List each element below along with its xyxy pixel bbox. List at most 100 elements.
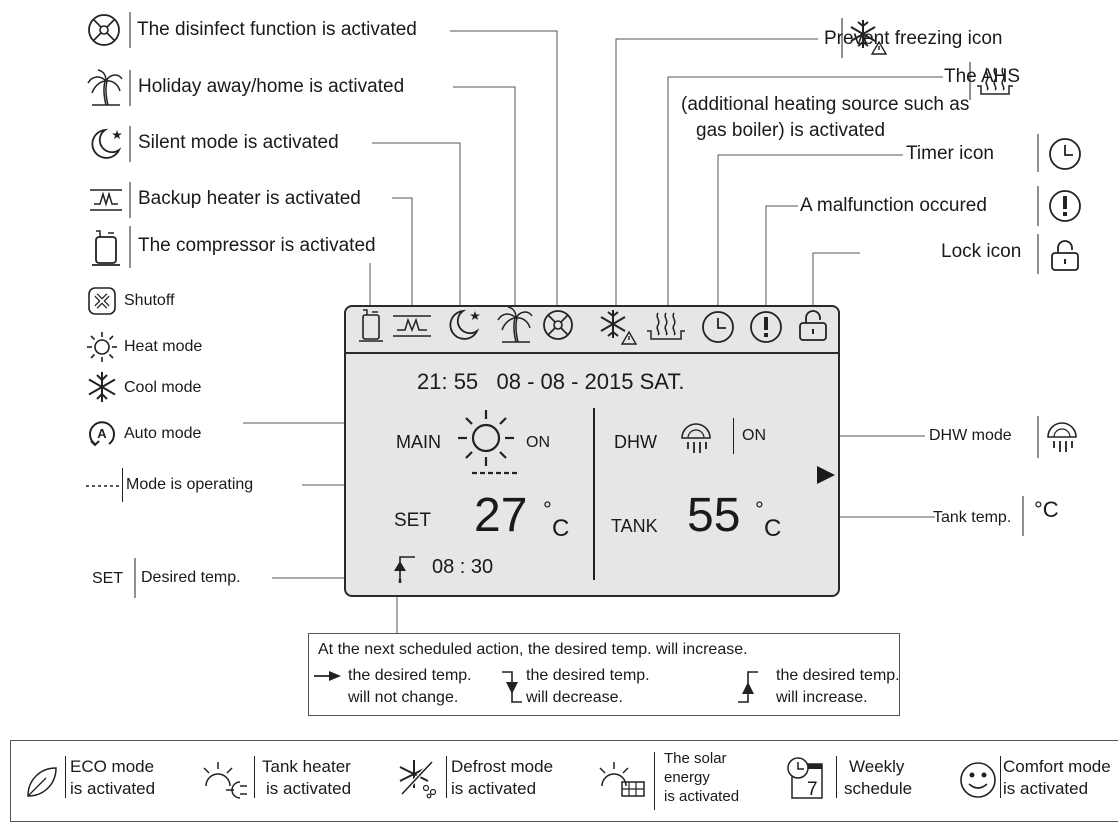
label-unit: °C [1034,497,1059,522]
sep-weekly [836,756,837,798]
label-cool: Cool mode [124,379,202,396]
defrost-icon [399,760,437,799]
tank-heater-icon [203,762,247,799]
lcd-freeze-warning-icon [600,310,638,345]
defrost-label-1: Defrost mode [451,757,554,776]
lcd-disinfect-icon [543,310,573,340]
sep-eco [65,756,66,798]
sep-solar [654,752,655,810]
increase-arrow-icon [738,671,758,703]
label-ahs-3: gas boiler) is activated [696,120,886,141]
compressor-icon [92,230,120,266]
schedule-note-box [308,633,900,716]
tank-heater-label-1: Tank heater [262,757,351,776]
note-increase-1: the desired temp. [776,667,900,684]
lcd-datetime: 21: 55 08 - 08 - 2015 SAT. [417,369,685,394]
comfort-label-2: is activated [1003,779,1089,798]
label-operating: Mode is operating [126,476,254,493]
lcd-dhw-shower-icon [681,423,711,453]
note-decrease-1: the desired temp. [526,667,650,684]
calendar-day: 7 [807,779,818,800]
lcd-palm-tree-icon [497,306,533,343]
label-lock: Lock icon [941,241,1022,262]
moon-star-icon [91,128,122,159]
auto-icon: A [89,421,115,447]
palm-tree-icon [87,69,123,106]
freeze-warning-icon [850,20,888,55]
label-disinfect: The disinfect function is activated [137,19,417,40]
smiley-icon [960,762,996,798]
lcd-dhw-label: DHW [614,432,657,452]
note-headline: At the next scheduled action, the desire… [318,641,748,658]
label-backup: Backup heater is activated [138,188,361,209]
note-no-change-1: the desired temp. [348,667,472,684]
lcd-set-unit-deg: ° [543,497,552,522]
label-timer: Timer icon [906,143,994,164]
sep-defrost [446,756,447,798]
lcd-divider [593,408,595,580]
solar-label-2: energy [664,769,710,786]
lcd-sun-icon [458,410,514,466]
label-auto: Auto mode [124,425,202,442]
lcd-display [344,305,840,597]
lcd-main-label: MAIN [396,432,441,452]
label-freezing: Prevent freezing icon [824,28,1003,49]
weekly-label-1: Weekly [849,757,905,776]
label-malfunction: A malfunction occured [800,195,987,216]
solar-label-3: is activated [664,788,740,805]
lcd-ahs-icon [647,312,685,340]
lcd-tank-label: TANK [611,516,658,536]
lcd-schedule-time: 08 : 30 [432,556,494,578]
solar-label-1: The solar [664,750,727,767]
play-arrow-icon [817,466,835,484]
lcd-backup-heater-icon [393,315,431,337]
weekly-label-2: schedule [844,779,913,798]
label-tank-temp: Tank temp. [933,509,1012,526]
sep-comfort [1000,756,1001,798]
label-ahs-2: (additional heating source such as [681,94,970,115]
set-tag: SET [92,570,124,587]
lcd-clock-icon [702,311,734,343]
lcd-tank-unit-c: C [764,515,782,542]
note-increase-2: will increase. [776,689,868,706]
sep-tank-heater [254,756,255,798]
note-no-change-2: will not change. [348,689,459,706]
lcd-status-bar [346,307,838,354]
lcd-increase-arrow-icon [394,556,415,583]
label-desired: Desired temp. [141,569,241,586]
disinfect-icon [88,14,120,46]
snowflake-icon [88,372,116,402]
solar-icon [599,762,645,797]
decrease-arrow-icon [502,671,522,703]
label-compressor: The compressor is activated [138,235,376,256]
lcd-compressor-icon [359,309,383,342]
eco-label-2: is activated [70,779,156,798]
label-dhw-mode: DHW mode [929,427,1012,444]
ahs-icon [977,67,1013,95]
shutoff-icon [88,287,116,315]
sun-icon [87,332,117,362]
lcd-operating-dashes [472,471,518,475]
label-ahs-1: The AHS [944,66,1021,87]
dhw-shower-icon [1047,422,1077,452]
separator-operating [122,468,123,502]
lcd-dhw-state: ON [742,427,766,444]
no-change-arrow-icon [314,671,341,681]
lcd-set-value: 27 [474,489,528,542]
tank-heater-label-2: is activated [266,779,352,798]
calendar-icon [787,757,823,799]
lcd-moon-star-icon [449,309,480,340]
label-silent: Silent mode is activated [138,132,339,153]
lcd-set-unit-c: C [552,515,570,542]
svg-text:A: A [97,426,107,441]
clock-icon [1049,138,1081,170]
label-shutoff: Shutoff [124,292,175,309]
leaf-icon [27,767,57,797]
lock-icon [1051,240,1079,271]
lcd-exclamation-icon [750,311,782,343]
note-decrease-2: will decrease. [526,689,623,706]
label-heat: Heat mode [124,338,203,355]
exclamation-icon [1049,190,1081,222]
comfort-label-1: Comfort mode [1003,757,1111,776]
defrost-label-2: is activated [451,779,537,798]
